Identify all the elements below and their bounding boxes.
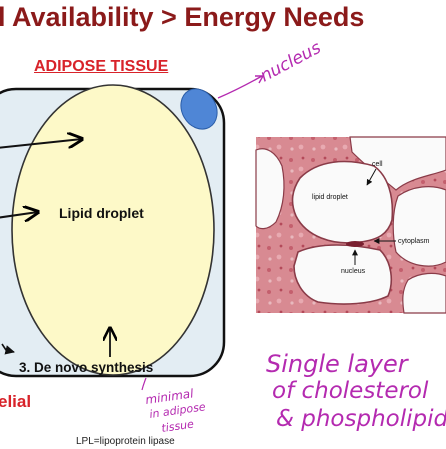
micrograph-cytoplasm-label: cytoplasm — [398, 238, 430, 245]
lipid-droplet-label: Lipid droplet — [59, 205, 144, 221]
adipose-micrograph: cell lipid droplet cytoplasm nucleus — [255, 136, 446, 314]
nucleus-pointer-head — [255, 75, 265, 84]
lpl-caption: LPL=lipoprotein lipase — [76, 436, 175, 447]
partial-left-label: elial — [0, 392, 32, 411]
lipid-droplet-shape — [11, 84, 215, 376]
micrograph-cell-top — [349, 136, 446, 191]
arrow-left-bottom — [1, 343, 15, 355]
section-heading: ADIPOSE TISSUE — [34, 58, 169, 75]
nucleus-annotation: nucleus — [217, 38, 325, 99]
arrow-upper — [0, 139, 82, 149]
micrograph-cell-left — [255, 148, 285, 230]
single-layer-annotation: Single layer of cholesterol & phospholip… — [266, 350, 446, 432]
micrograph-cell-center — [291, 160, 394, 244]
adipocyte-diagram: Lipid droplet 3. De novo synthesis — [0, 84, 226, 378]
minimal-note-line-3: tissue — [161, 418, 195, 435]
nucleus-pointer-arrow — [217, 75, 263, 99]
micrograph-lipid-droplet-label: lipid droplet — [312, 194, 348, 201]
single-layer-note-line-3: & phospholipid — [276, 406, 446, 432]
slide-title: l Availability > Energy Needs — [0, 2, 365, 32]
micrograph-cell-bottom-right — [402, 272, 446, 314]
cell-label-pointer — [366, 168, 377, 186]
micrograph-nucleus — [346, 241, 364, 247]
single-layer-note-line-2: of cholesterol — [272, 378, 429, 404]
de-novo-synthesis-label: 3. De novo synthesis — [19, 360, 153, 375]
nucleus-handwritten-note: nucleus — [257, 38, 325, 87]
minimal-note-line-1: minimal — [144, 386, 194, 407]
minimal-pointer-arrow — [141, 377, 147, 391]
minimal-annotation: minimal in adipose tissue — [141, 377, 207, 435]
arrow-middle — [0, 212, 38, 218]
micrograph-nucleus-label: nucleus — [341, 268, 366, 275]
single-layer-note-line-1: Single layer — [266, 350, 410, 378]
micrograph-cell-right — [392, 186, 446, 267]
micrograph-cell-label: cell — [372, 161, 383, 168]
nucleus-shape — [180, 88, 218, 130]
